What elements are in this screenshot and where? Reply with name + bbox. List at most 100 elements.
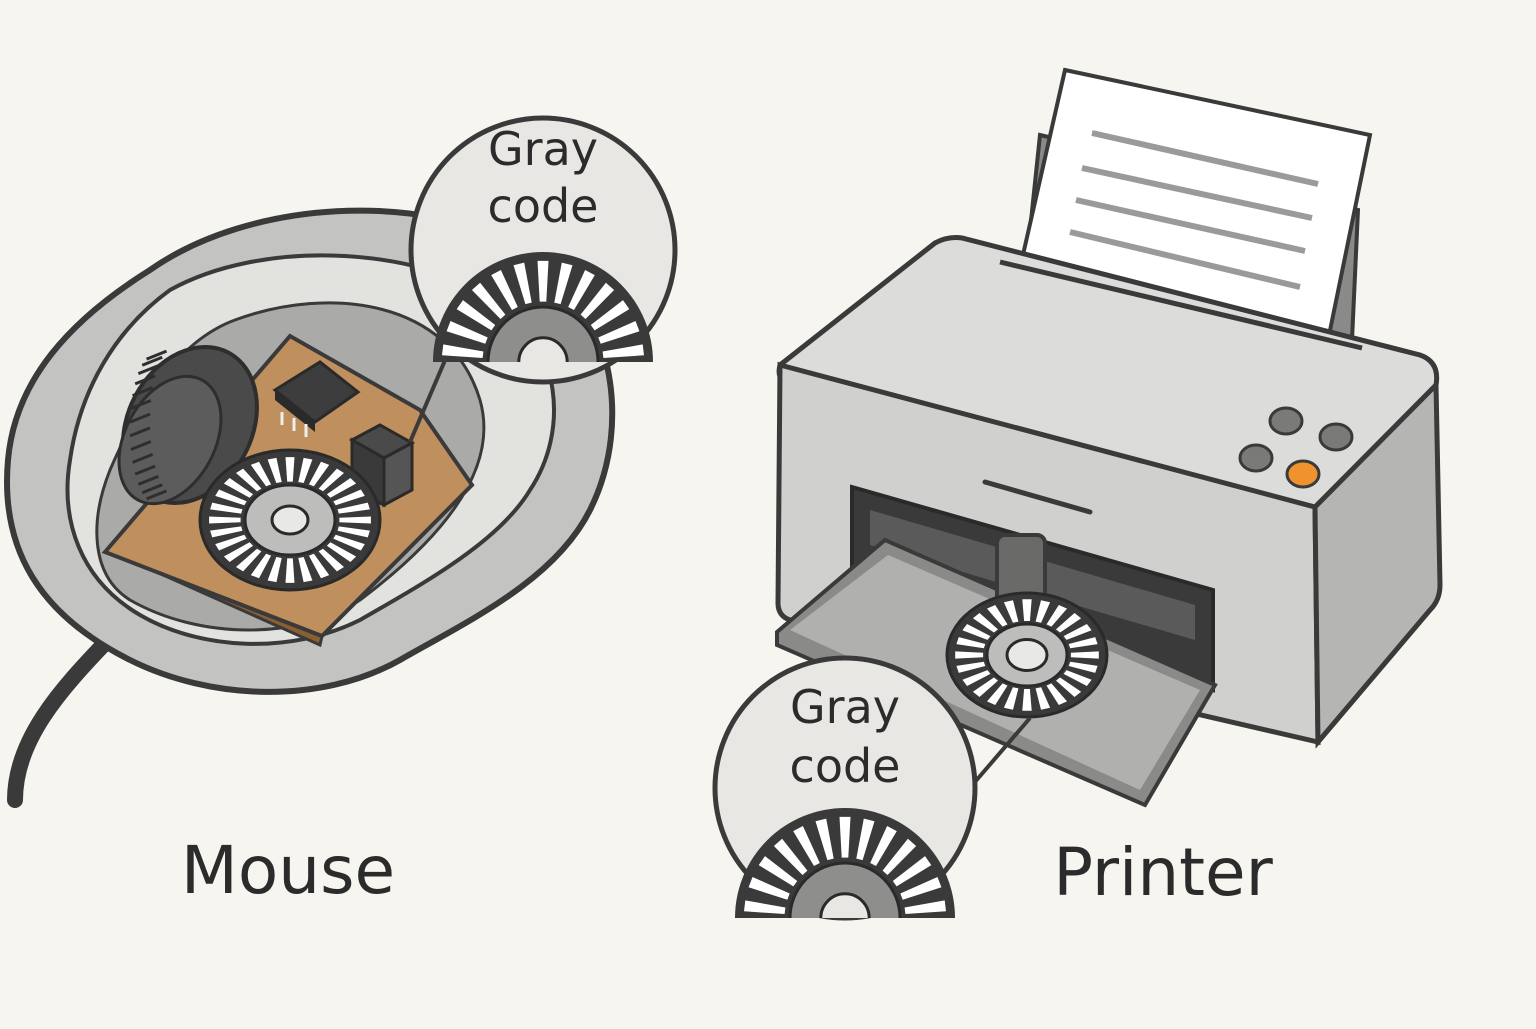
disk-slot bbox=[956, 637, 986, 649]
disk-slot bbox=[1056, 613, 1082, 633]
disk-slot bbox=[598, 321, 640, 344]
disk-slot bbox=[1035, 600, 1051, 623]
mouse-encoder-disk bbox=[198, 448, 382, 592]
disk-slot bbox=[513, 262, 532, 305]
disk-slot bbox=[955, 651, 984, 659]
ic-chip bbox=[272, 360, 361, 437]
disk-slot bbox=[308, 553, 330, 579]
disk-slot bbox=[972, 677, 998, 697]
printer-gray-code-callout: Gray code bbox=[712, 655, 978, 921]
control-buttons bbox=[1238, 406, 1354, 489]
disk-slot bbox=[793, 826, 820, 866]
disk-slot bbox=[602, 344, 644, 358]
disk-slot bbox=[568, 270, 595, 310]
disk-slot bbox=[491, 270, 518, 310]
wheel-ridge bbox=[137, 364, 159, 376]
mouse-gray-code-callout: Gray code bbox=[408, 115, 678, 385]
disk-slot bbox=[1070, 651, 1099, 659]
disk-slot bbox=[1003, 687, 1019, 710]
disk-slot bbox=[446, 321, 488, 344]
disk-slot bbox=[962, 670, 991, 686]
disk-slot bbox=[456, 300, 496, 331]
disk-slot bbox=[1056, 677, 1082, 697]
disk-slot bbox=[744, 900, 786, 914]
disk-slot bbox=[554, 262, 573, 305]
wheel-ridge bbox=[129, 412, 151, 424]
wheel-ridge bbox=[132, 386, 154, 397]
printer-side bbox=[1312, 379, 1443, 749]
disk-slot bbox=[815, 818, 834, 861]
disk-slot bbox=[856, 818, 875, 861]
disk-slot bbox=[215, 534, 247, 551]
wheel-ridge bbox=[130, 440, 152, 451]
mouse-callout-line2: code bbox=[488, 179, 599, 233]
wheel-ridge bbox=[132, 453, 154, 464]
wheel-ridge bbox=[145, 349, 168, 361]
disk-slot bbox=[318, 468, 344, 492]
disk-slot bbox=[209, 516, 241, 524]
disk-slot bbox=[590, 300, 630, 331]
disk-slot bbox=[215, 489, 247, 506]
disk-slot bbox=[1063, 624, 1092, 640]
disk-slot bbox=[250, 461, 272, 487]
paper-slot bbox=[999, 259, 1363, 351]
printer-encoder-disk bbox=[945, 591, 1109, 719]
front-slit bbox=[982, 479, 1093, 515]
disk-slot bbox=[308, 461, 330, 487]
disk-slot bbox=[537, 260, 549, 302]
disk-slot bbox=[236, 548, 262, 572]
disk-slot bbox=[298, 457, 313, 483]
printer-callout-line1: Gray bbox=[790, 680, 900, 734]
disk-slot bbox=[250, 553, 272, 579]
disk-slot bbox=[298, 557, 313, 583]
disk-slot bbox=[223, 478, 254, 498]
disk-slot bbox=[1022, 689, 1032, 711]
printer-illustration: Gray code Printer bbox=[712, 67, 1443, 921]
disk-slot bbox=[337, 502, 370, 514]
mouse-label: Mouse bbox=[181, 832, 395, 909]
scroll-wheel bbox=[117, 344, 259, 506]
disk-slot bbox=[580, 282, 615, 319]
disk-slot bbox=[1035, 687, 1051, 710]
mouse-callout-line1: Gray bbox=[488, 122, 598, 176]
wheel-ridge bbox=[141, 355, 163, 367]
disk-slot bbox=[333, 534, 365, 551]
disk-slot bbox=[904, 900, 946, 914]
disk-slot bbox=[758, 856, 798, 887]
printer-label: Printer bbox=[1053, 834, 1273, 911]
disk-slot bbox=[987, 605, 1008, 627]
disk-slot bbox=[337, 526, 370, 538]
disk-slot bbox=[326, 542, 357, 562]
mouse-illustration: Gray code Mouse bbox=[4, 115, 678, 909]
disk-slot bbox=[972, 613, 998, 633]
disk-slot bbox=[1046, 605, 1067, 627]
wheel-ridge bbox=[137, 474, 159, 486]
disk-slot bbox=[1068, 661, 1098, 673]
disk-slot bbox=[285, 558, 295, 583]
disk-slot bbox=[285, 457, 295, 482]
disk-slot bbox=[1046, 683, 1067, 705]
printer-callout-line2: code bbox=[790, 739, 901, 793]
disk-slot bbox=[870, 826, 897, 866]
disk-slot bbox=[339, 516, 371, 524]
disk-slot bbox=[326, 478, 357, 498]
disk-slot bbox=[267, 457, 282, 483]
button-orange bbox=[1285, 459, 1321, 489]
wheel-ridge bbox=[134, 374, 156, 386]
printer-callout-leader bbox=[966, 716, 1032, 792]
disk-slot bbox=[987, 683, 1008, 705]
disk-slot bbox=[471, 282, 506, 319]
disk-slot bbox=[1022, 599, 1032, 621]
disk-slot bbox=[748, 877, 790, 900]
disk-slot bbox=[892, 856, 932, 887]
disk-slot bbox=[267, 557, 282, 583]
optical-sensor bbox=[348, 423, 416, 508]
wheel-ridge bbox=[130, 399, 152, 410]
wheel-ridge bbox=[129, 426, 151, 438]
wheel-ridge bbox=[145, 489, 168, 501]
button-top bbox=[1268, 406, 1304, 436]
button-left bbox=[1238, 443, 1274, 473]
disk-slot bbox=[882, 838, 917, 875]
disk-slot bbox=[956, 661, 986, 673]
